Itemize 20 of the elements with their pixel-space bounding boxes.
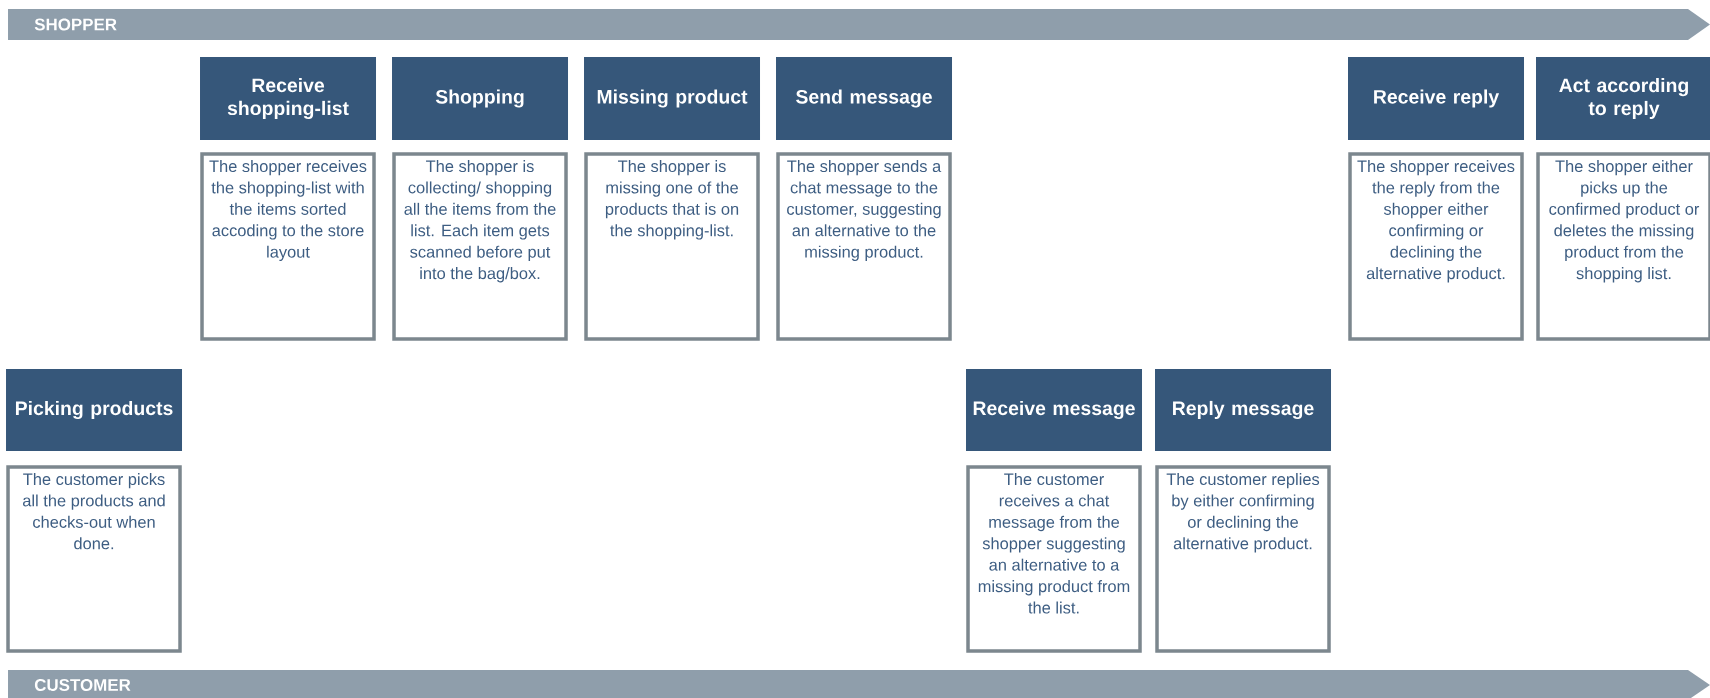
step-heading-box: Receive reply [1348,57,1524,140]
step-description-box: The shopper receives the shopping-list with the items sorted accoding to the store layout [200,152,376,341]
step-heading-box: Shopping [392,57,568,140]
lane-band: SHOPPER [8,9,1710,40]
step-description-box: The shopper receives the reply from the shopper either confirming or declining the alternative product. [1348,152,1524,341]
step-heading-box: Reply message [1155,369,1331,451]
step-heading-box: Receive shopping-list [200,57,376,140]
step-heading-box: Send message [776,57,952,140]
step-heading-box: Picking products [6,369,182,451]
step-heading-box: Missing product [584,57,760,140]
step-description-box: The customer picks all the products and checks-out when done. [6,465,182,653]
step-description-box: The shopper is collecting/ shopping all the items from the list. Each item gets scanned before put into the bag/box. [392,152,568,341]
step-description-box: The shopper sends a chat message to the customer, suggesting an alternative to the missing product. [776,152,952,341]
step-heading-box: Act according to reply [1536,57,1710,140]
step-description-box: The customer receives a chat message from the shopper suggesting an alternative to a missing product from the list. [966,465,1142,653]
step-description-box: The shopper either picks up the confirmed product or deletes the missing product from the shopping list. [1536,152,1710,341]
lane-band: CUSTOMER [8,670,1710,698]
step-description-box: The customer replies by either confirming or declining the alternative product. [1155,465,1331,653]
step-heading-box: Receive message [966,369,1142,451]
step-description-box: The shopper is missing one of the products that is on the shopping-list. [584,152,760,341]
